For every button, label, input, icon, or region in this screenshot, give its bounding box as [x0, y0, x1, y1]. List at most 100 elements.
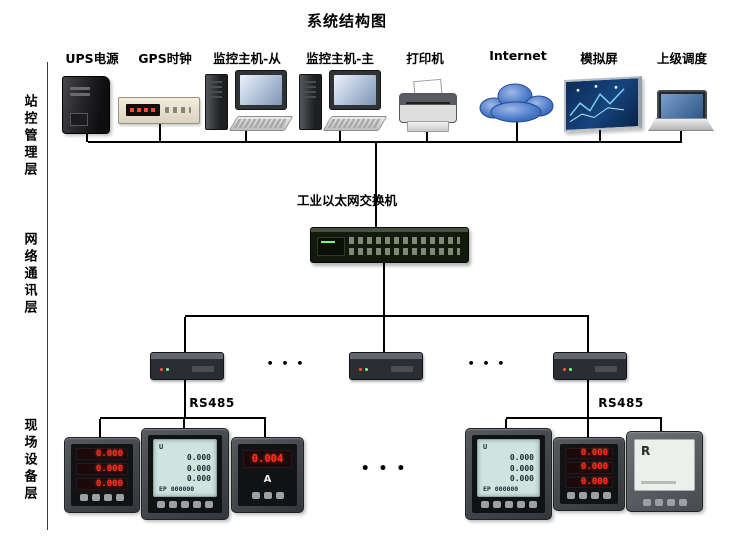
- meter-display-row: 0.004: [243, 450, 292, 468]
- cloud-graphic: [479, 83, 554, 123]
- power-meter-led: 0.000 0.000 0.000: [553, 437, 625, 511]
- label-ups: UPS电源: [65, 51, 119, 66]
- meter-display-row: 0.000: [76, 448, 128, 460]
- meter-button: [504, 501, 513, 508]
- drop-meter-5-line: [587, 419, 589, 437]
- label-dispatch: 上级调度: [656, 51, 708, 66]
- meter-button: [603, 491, 611, 499]
- drop-meter-1-line: [99, 419, 101, 437]
- ellipsis-converters-1: • • •: [266, 357, 306, 370]
- drop-sim-screen-line: [599, 124, 601, 142]
- rs485-left-downlink-line: [184, 378, 186, 418]
- monitor-screen: [240, 75, 282, 105]
- converter-led: [563, 368, 566, 371]
- laptop-screen: [657, 90, 707, 122]
- keyboard-icon: [228, 116, 294, 131]
- meter-buttons: [639, 498, 690, 506]
- switch-ports-row: [349, 237, 460, 244]
- gps-display: [126, 104, 160, 116]
- converter-led: [166, 368, 169, 371]
- label-host-slave: 监控主机-从: [213, 51, 281, 66]
- power-meter-ammeter: 0.004 A: [231, 437, 304, 513]
- ethernet-switch-icon: [310, 227, 469, 263]
- lcd-value-row: 0.000: [186, 463, 211, 473]
- lcd-footer: EP 000000: [159, 485, 195, 493]
- lcd-value-row: 0.000: [509, 463, 534, 473]
- meter-lcd-screen: U 0.000 0.000 0.000 EP 000000: [153, 439, 217, 497]
- lcd-value-row: 0.000: [509, 452, 534, 462]
- layer-divider-line: [47, 62, 48, 530]
- switch-brand-panel: [317, 237, 345, 256]
- meter-face: 0.000 0.000 0.000: [560, 444, 618, 504]
- meter-button: [116, 494, 124, 501]
- computer-tower-icon: [205, 74, 228, 130]
- meter-buttons: [477, 500, 540, 509]
- converter-led: [365, 368, 368, 371]
- layer-label-station-control: 站控管理层: [21, 94, 37, 179]
- monitor-screen: [334, 75, 376, 105]
- converter-slot: [391, 366, 413, 372]
- meter-button: [205, 501, 213, 508]
- meter-lcd-screen: U 0.000 0.000 0.000 EP 000000: [477, 439, 540, 497]
- label-gps-clock: GPS时钟: [138, 51, 192, 66]
- simulation-screen-icon: [564, 75, 642, 133]
- ellipsis-converters-2: • • •: [467, 357, 507, 370]
- switch-downlink-line: [383, 261, 385, 315]
- lcd-header: U: [483, 443, 488, 451]
- meter-button: [666, 498, 675, 506]
- laptop-icon: [648, 90, 714, 131]
- meter-display-row: 0.000: [565, 476, 613, 488]
- converter-led: [359, 368, 362, 371]
- meter-button: [642, 498, 651, 506]
- rs485-converter-icon: [150, 352, 224, 380]
- switch-uplink-line: [375, 143, 377, 227]
- converter-led: [569, 368, 572, 371]
- printer-tray: [407, 121, 449, 132]
- meter-button: [169, 501, 177, 508]
- meter-display-row: 0.000: [565, 448, 613, 460]
- meter-button: [251, 492, 260, 499]
- power-meter-lcd: U 0.000 0.000 0.000 EP 000000: [465, 428, 552, 520]
- converter-slot: [595, 366, 617, 372]
- meter-button: [678, 498, 687, 506]
- rs485-right-downlink-line: [587, 378, 589, 418]
- host-slave-workstation-icon: [203, 70, 294, 132]
- meter-button: [263, 492, 272, 499]
- drop-meter-4-line: [505, 419, 507, 428]
- monitor-icon: [235, 70, 287, 110]
- power-meter-lcd: U 0.000 0.000 0.000 EP 000000: [141, 428, 229, 520]
- rs485-converter-icon: [553, 352, 627, 380]
- meter-button: [567, 491, 575, 499]
- drop-meter-2-line: [183, 419, 185, 428]
- switch-ports-row: [349, 248, 460, 255]
- layer-label-field-devices: 现场设备层: [21, 418, 37, 503]
- meter-buttons: [76, 493, 128, 502]
- drop-gps-line: [159, 121, 161, 142]
- meter-display-row: 0.000: [565, 462, 613, 474]
- meter-button: [157, 501, 165, 508]
- meter-display-row: 0.000: [76, 463, 128, 475]
- layer-label-network-comm: 网络通讯层: [21, 232, 37, 317]
- meter-button: [516, 501, 525, 508]
- drop-internet-line: [516, 122, 518, 142]
- bus-rs485-right-line: [506, 417, 662, 419]
- label-internet: Internet: [489, 48, 547, 63]
- ellipsis-meters: • • •: [360, 461, 408, 477]
- meter-button: [92, 494, 100, 501]
- drop-host-slave-line: [245, 126, 247, 142]
- meter-button: [193, 501, 201, 508]
- label-sim-screen: 模拟屏: [580, 51, 618, 66]
- meter-face: 0.000 0.000 0.000: [71, 444, 133, 506]
- meter-face: U 0.000 0.000 0.000 EP 000000: [148, 435, 222, 513]
- gps-buttons: [165, 107, 191, 113]
- bus-top-line: [88, 141, 682, 143]
- host-master-workstation-icon: [297, 70, 388, 132]
- lcd-value-row: 0.000: [186, 474, 211, 484]
- drop-meter-6-line: [660, 419, 662, 431]
- computer-tower-icon: [299, 74, 322, 130]
- drop-meter-3-line: [264, 419, 266, 437]
- bus-mid-line: [185, 315, 589, 317]
- meter-button: [275, 492, 284, 499]
- meter-button: [591, 491, 599, 499]
